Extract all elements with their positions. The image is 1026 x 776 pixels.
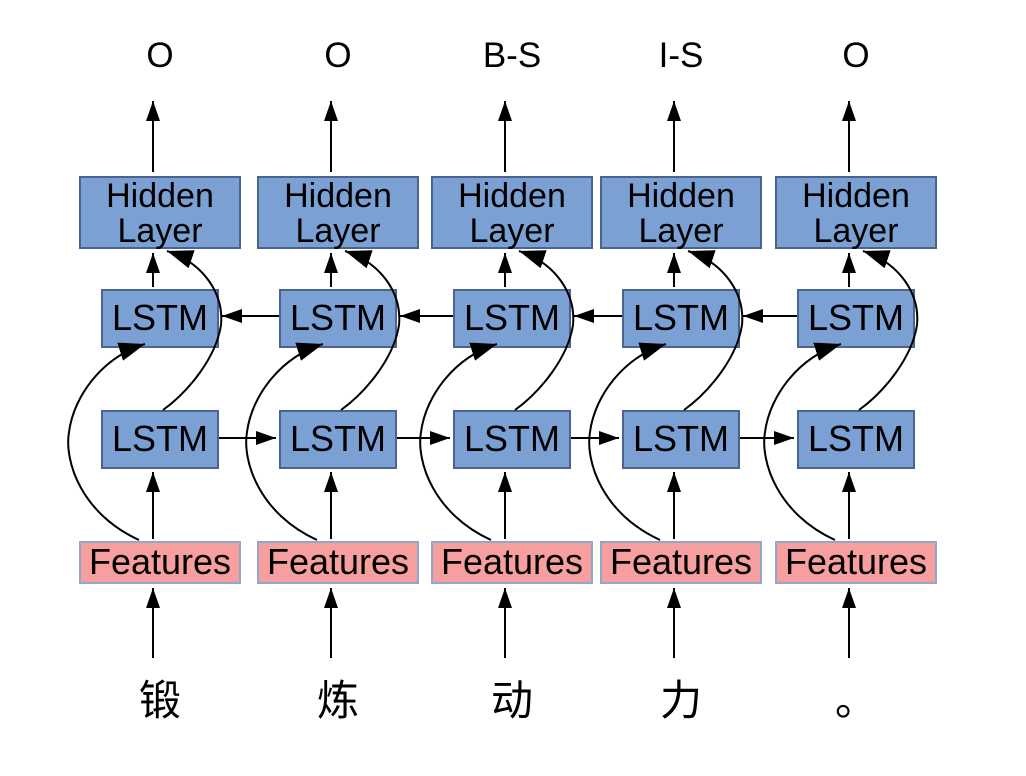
hidden-layer-label-line1: Hidden xyxy=(106,177,214,215)
forward-lstm-box: LSTM xyxy=(797,410,915,469)
hidden-layer-label-line2: Layer xyxy=(638,212,724,250)
hidden-layer-box: Hidden Layer xyxy=(79,176,241,249)
forward-lstm-box: LSTM xyxy=(453,410,571,469)
hidden-layer-box: Hidden Layer xyxy=(257,176,419,249)
column-1: O Hidden Layer LSTM LSTM Features 锻 xyxy=(79,0,241,776)
hidden-layer-box: Hidden Layer xyxy=(600,176,762,249)
input-character: 力 xyxy=(659,677,702,724)
input-character: 炼 xyxy=(316,677,359,724)
input-character: 锻 xyxy=(138,677,181,724)
column-3: B-S Hidden Layer LSTM LSTM Features 动 xyxy=(431,0,593,776)
output-tag-label: I-S xyxy=(658,36,704,75)
column-2: O Hidden Layer LSTM LSTM Features 炼 xyxy=(257,0,419,776)
hidden-layer-box: Hidden Layer xyxy=(431,176,593,249)
hidden-layer-label-line1: Hidden xyxy=(802,177,910,215)
hidden-layer-label-line2: Layer xyxy=(117,212,203,250)
features-box: Features xyxy=(775,541,937,584)
output-tag-label: O xyxy=(842,36,870,75)
backward-lstm-box: LSTM xyxy=(622,289,740,348)
hidden-layer-label-line2: Layer xyxy=(469,212,555,250)
output-tag-label: O xyxy=(324,36,352,75)
hidden-layer-label-line1: Hidden xyxy=(284,177,392,215)
features-box: Features xyxy=(79,541,241,584)
output-tag-label: B-S xyxy=(482,36,542,75)
column-5: O Hidden Layer LSTM LSTM Features 。 xyxy=(775,0,937,776)
forward-lstm-box: LSTM xyxy=(101,410,219,469)
input-character: 动 xyxy=(490,677,533,724)
backward-lstm-box: LSTM xyxy=(797,289,915,348)
output-tag-label: O xyxy=(146,36,174,75)
backward-lstm-box: LSTM xyxy=(101,289,219,348)
column-4: I-S Hidden Layer LSTM LSTM Features 力 xyxy=(600,0,762,776)
hidden-layer-label-line2: Layer xyxy=(813,212,899,250)
features-box: Features xyxy=(257,541,419,584)
backward-lstm-box: LSTM xyxy=(453,289,571,348)
hidden-layer-label-line2: Layer xyxy=(295,212,381,250)
hidden-layer-box: Hidden Layer xyxy=(775,176,937,249)
features-box: Features xyxy=(431,541,593,584)
backward-lstm-box: LSTM xyxy=(279,289,397,348)
hidden-layer-label-line1: Hidden xyxy=(627,177,735,215)
features-box: Features xyxy=(600,541,762,584)
input-character: 。 xyxy=(834,677,877,724)
forward-lstm-box: LSTM xyxy=(279,410,397,469)
forward-lstm-box: LSTM xyxy=(622,410,740,469)
hidden-layer-label-line1: Hidden xyxy=(458,177,566,215)
